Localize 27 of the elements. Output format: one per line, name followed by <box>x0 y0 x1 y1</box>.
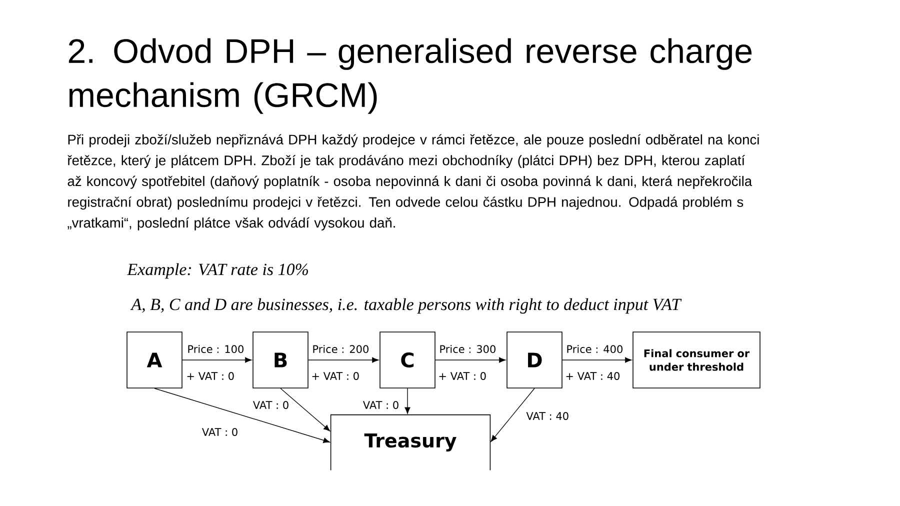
arrow <box>182 357 252 363</box>
edge-label: Price : 400 <box>565 344 624 354</box>
edge-label: VAT : 0 <box>200 427 240 437</box>
edge-label: VAT : 40 <box>525 411 570 421</box>
arrow <box>280 388 330 432</box>
edge-label: Price : 100 <box>186 344 246 354</box>
edge-label: Price : 200 <box>311 344 370 354</box>
entity-box: A <box>126 332 182 388</box>
edge-label: VAT : 0 <box>252 400 290 410</box>
note-text: A, B, C and D are businesses, i.e. taxable persons with right to deduct input VAT <box>130 298 682 314</box>
edge-label: Price : 300 <box>438 344 498 354</box>
arrow <box>404 388 410 414</box>
arrow <box>308 357 379 363</box>
paragraph: Při prodeji zboží/služeb nepřiznává DPH každý prodejce v rámci řetězce, ale pouze poslední odběratel na konci řetězce, který je plátcem DPH. Zboží je tak prodáváno mezi obchodníky (plátci DPH) bez DPH, kterou zaplatí až koncový spotřebitel (daňový poplatník - osoba nepovinná k dani či osoba povinná k dani, která nepřekročila registrační obrat) poslednímu prodejci v řetězci. Ten odvede celou částku DPH najednou. Odpadá problém s „vratkami“, poslední plátce však odvádí vysokou daň. <box>68 134 759 230</box>
consumer-box: Final consumer or under threshold <box>632 332 760 388</box>
arrow <box>562 357 632 363</box>
entity-box: C <box>380 332 436 388</box>
vat-label: + VAT : 40 <box>566 372 620 380</box>
arrow <box>490 388 535 442</box>
slide-title: 2. Odvod DPH – generalised reverse charge mechanism (GRCM) <box>68 38 752 114</box>
arrow <box>435 357 506 363</box>
treasury-box: Treasury <box>330 414 491 471</box>
entity-box: D <box>506 332 562 388</box>
note-text: Example: VAT rate is 10% <box>127 263 308 279</box>
entity-box: B <box>252 332 308 388</box>
edge-label: VAT : 0 <box>362 400 400 410</box>
arrow <box>154 388 330 444</box>
